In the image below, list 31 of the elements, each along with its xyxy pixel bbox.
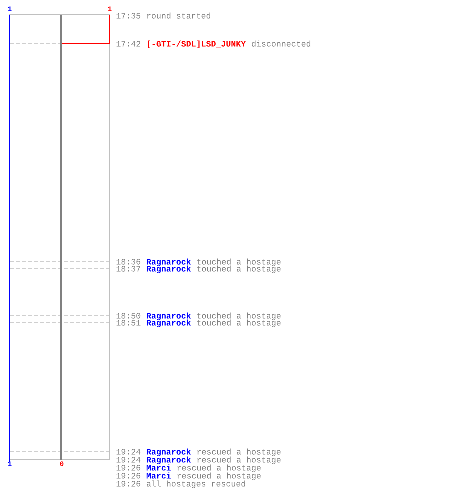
event-time: 18:37 [116,266,140,272]
player-name: Ragnarock [147,320,192,328]
event-time: 18:36 [116,259,141,265]
event-text: touched a hostage [198,258,281,266]
event-text: round started [147,12,210,19]
event-text: rescued a hostage [198,448,281,456]
player-name: Ragnarock [147,456,192,464]
event-time: 19:26 [116,465,141,471]
event-text: rescued a hostage [178,464,261,472]
event-time: 19:24 [116,449,141,455]
event-time: 19:24 [116,457,141,463]
player-name: Marci [146,464,172,471]
player-name: Ragnarock [147,448,192,456]
event-text: touched a hostage [198,320,281,328]
event-time: 19:26 [116,481,141,487]
player-name: Ragnarock [147,266,192,274]
player-name: Marci [146,472,172,479]
event-text: rescued a hostage [178,472,261,480]
event-text: disconnected [252,40,311,47]
player-name: Ragnarock [147,312,192,320]
player-name: Ragnarock [147,258,192,266]
event-text: touched a hostage [198,266,281,274]
event-time: 17:35 [116,13,141,19]
event-time: 19:26 [116,473,141,479]
event-text: all hostages rescued [147,480,246,488]
event-time: 18:50 [116,313,141,319]
event-text: rescued a hostage [198,456,281,464]
event-time: 17:42 [116,41,140,47]
event-text: touched a hostage [198,312,281,320]
player-name: [-GTI-/SDL]LSD_JUNKY [148,40,246,48]
event-time: 18:51 [116,320,141,326]
